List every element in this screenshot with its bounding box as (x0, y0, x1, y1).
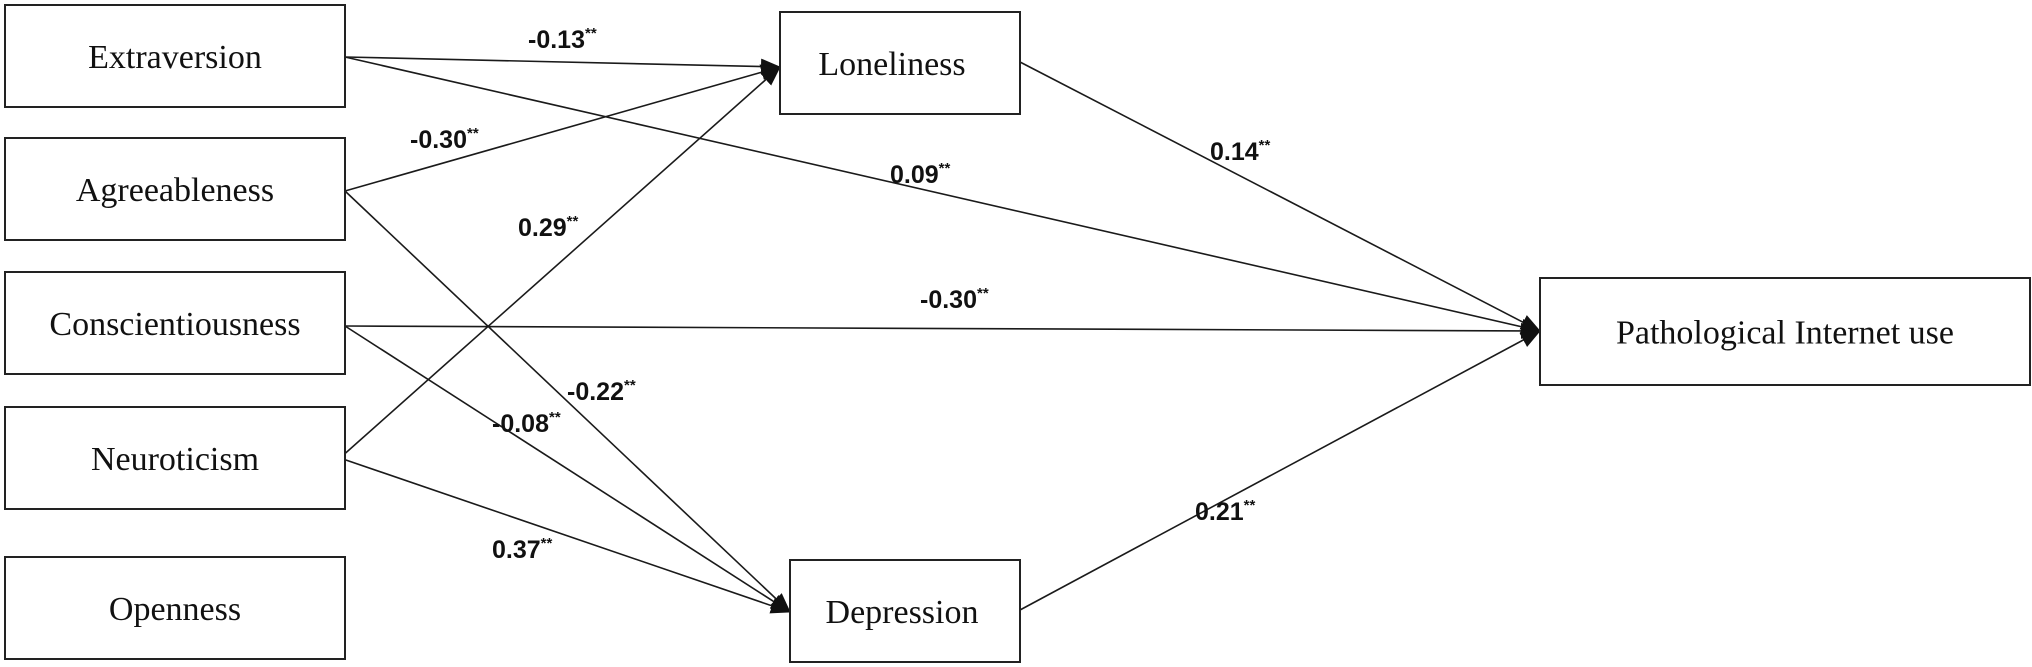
node-box-depression (789, 559, 1021, 663)
node-loneliness: Loneliness (779, 11, 1021, 115)
node-label-agreeableness: Agreeableness (76, 172, 274, 209)
path-arrow-conscientiousness-to-piu (344, 322, 1541, 339)
coefficient-label-depression-to-piu: 0.21** (1195, 497, 1256, 526)
coefficient-label-conscientiousness-to-depression: -0.08** (492, 409, 561, 438)
nodes-layer: ExtraversionAgreeablenessConscientiousne… (4, 4, 2031, 663)
node-box-piu (1539, 277, 2031, 386)
node-neuroticism: Neuroticism (4, 406, 346, 510)
path-arrow-loneliness-to-piu (1019, 61, 1541, 332)
node-label-loneliness: Loneliness (818, 46, 965, 83)
node-agreeableness: Agreeableness (4, 137, 346, 241)
path-arrow-conscientiousness-to-depression (344, 325, 791, 613)
node-box-neuroticism (4, 406, 346, 510)
path-arrow-neuroticism-to-depression (339, 457, 791, 614)
node-box-openness (4, 556, 346, 660)
node-label-extraversion: Extraversion (88, 39, 262, 76)
coefficient-label-agreeableness-to-depression: -0.22** (567, 377, 636, 406)
node-openness: Openness (4, 556, 346, 660)
node-label-depression: Depression (826, 594, 979, 631)
path-arrow-depression-to-piu (1019, 330, 1541, 611)
coefficient-label-loneliness-to-piu: 0.14** (1210, 137, 1271, 166)
node-piu: Pathological Internet use (1539, 277, 2031, 386)
path-arrow-extraversion-to-loneliness (344, 56, 781, 75)
node-extraversion: Extraversion (4, 4, 346, 108)
path-arrow-extraversion-to-piu (344, 56, 1541, 335)
edges-layer (339, 56, 1541, 614)
coefficient-label-neuroticism-to-loneliness: 0.29** (518, 213, 579, 242)
node-label-neuroticism: Neuroticism (91, 441, 259, 478)
node-box-conscientiousness (4, 271, 346, 375)
coefficient-label-extraversion-to-loneliness: -0.13** (528, 25, 597, 54)
node-label-piu: Pathological Internet use (1616, 315, 1954, 352)
node-box-loneliness (779, 11, 1021, 115)
coefficient-label-conscientiousness-to-piu: -0.30** (920, 285, 989, 314)
coefficient-label-agreeableness-to-loneliness: -0.30** (410, 125, 479, 154)
path-arrow-agreeableness-to-loneliness (344, 64, 781, 192)
coefficient-label-extraversion-to-piu: 0.09** (890, 160, 951, 189)
coefficient-label-neuroticism-to-depression: 0.37** (492, 535, 553, 564)
node-depression: Depression (789, 559, 1021, 663)
node-box-agreeableness (4, 137, 346, 241)
node-label-conscientiousness: Conscientiousness (49, 306, 300, 343)
path-arrow-neuroticism-to-loneliness (339, 66, 781, 459)
node-label-openness: Openness (109, 591, 241, 628)
node-conscientiousness: Conscientiousness (4, 271, 346, 375)
coefficient-labels-layer: -0.13** -0.30** 0.29** 0.09** -0.30** 0.14** 0… (410, 25, 1271, 564)
node-box-extraversion (4, 4, 346, 108)
path-arrow-agreeableness-to-depression (344, 190, 791, 613)
